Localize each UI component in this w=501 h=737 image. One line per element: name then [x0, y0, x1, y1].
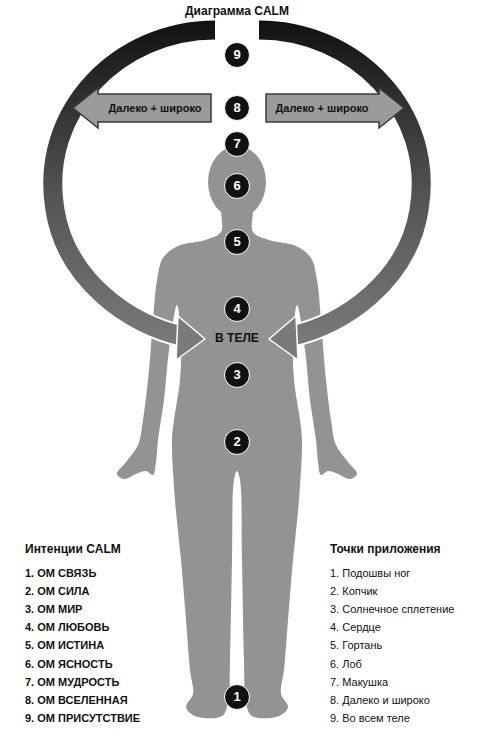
- intention-item: 1. ОМ СВЯЗЬ: [25, 566, 96, 580]
- arrow-label: Далеко + широко: [109, 102, 202, 115]
- number-text: 2: [233, 435, 240, 449]
- node-text-wrap: 1: [233, 690, 240, 704]
- circle-fill: [225, 96, 250, 121]
- node-text-wrap: 8: [233, 101, 240, 115]
- node-text-wrap: 6: [233, 179, 240, 193]
- arrow-head: [269, 316, 298, 360]
- arrow-outline: [259, 30, 421, 336]
- body-shape: [117, 202, 357, 719]
- circle-fill: [225, 430, 250, 455]
- node-text-wrap: Далеко + широко: [276, 102, 369, 115]
- curved-arrow: [53, 30, 215, 336]
- point-item: 6. Лоб: [330, 657, 362, 671]
- list-heading: Точки приложения: [330, 542, 441, 556]
- circle-fill: [225, 297, 250, 322]
- point-item: 1. Подошвы ног: [330, 566, 410, 580]
- intention-item: 6. ОМ ЯСНОСТЬ: [25, 657, 113, 671]
- node-text-wrap: Далеко + широко: [109, 102, 202, 115]
- node-text-wrap: 4: [233, 302, 240, 316]
- number-text: 3: [233, 368, 240, 382]
- number-text: 7: [233, 137, 240, 151]
- callout-number: 3: [224, 362, 250, 388]
- human-silhouette: [117, 146, 357, 718]
- direction-arrow: Далеко + широко: [72, 87, 212, 129]
- arrow-fill: [73, 88, 211, 128]
- point-item: 9. Во всем теле: [330, 711, 410, 725]
- number-text: 8: [233, 101, 240, 115]
- arrow-outline: [53, 30, 215, 336]
- circle-fill: [225, 174, 250, 199]
- circle-fill: [225, 363, 250, 388]
- point-item: 7. Макушка: [330, 675, 388, 689]
- list-heading: Интенции CALM: [25, 542, 121, 556]
- point-item: 5. Гортань: [330, 638, 382, 652]
- circle-fill: [225, 132, 250, 157]
- node-text-wrap: 2: [233, 435, 240, 449]
- callout-number: 2: [224, 429, 250, 455]
- intention-item: 7. ОМ МУДРОСТЬ: [25, 675, 119, 689]
- callout-number: 9: [224, 42, 250, 68]
- circle-fill: [225, 43, 250, 68]
- number-text: 1: [233, 690, 240, 704]
- number-text: 9: [233, 48, 240, 62]
- number-text: 6: [233, 179, 240, 193]
- point-item: 8. Далеко и широко: [330, 693, 430, 707]
- point-item: 3. Солнечное сплетение: [330, 602, 454, 616]
- intention-item: 9. ОМ ПРИСУТСТВИЕ: [25, 711, 140, 725]
- curved-arrows: [53, 30, 421, 360]
- intention-item: 5. ОМ ИСТИНА: [25, 638, 104, 652]
- curved-arrow: [259, 30, 421, 336]
- intention-item: 3. ОМ МИР: [25, 602, 82, 616]
- body-label: В ТЕЛЕ: [215, 331, 259, 345]
- callout-number: 6: [224, 173, 250, 199]
- arrow-fill: [266, 88, 404, 128]
- node-text-wrap: 3: [233, 368, 240, 382]
- callout-number: 7: [224, 131, 250, 157]
- point-item: 2. Копчик: [330, 584, 377, 598]
- diagram-title: Диаграмма CALM: [185, 4, 289, 18]
- intention-item: 4. ОМ ЛЮБОВЬ: [25, 620, 109, 634]
- number-text: 5: [233, 235, 240, 249]
- arrow-label: Далеко + широко: [276, 102, 369, 115]
- node-text-wrap: 7: [233, 137, 240, 151]
- direction-arrow: Далеко + широко: [265, 87, 405, 129]
- intention-item: 8. ОМ ВСЕЛЕННАЯ: [25, 693, 128, 707]
- callout-number: 4: [224, 296, 250, 322]
- circle-fill: [225, 685, 250, 710]
- node-text-wrap: 9: [233, 48, 240, 62]
- callout-number: 5: [224, 229, 250, 255]
- callout-number: 1: [224, 684, 250, 710]
- arrow-head: [176, 316, 205, 360]
- point-item: 4. Сердце: [330, 620, 381, 634]
- callout-number: 8: [224, 95, 250, 121]
- circle-fill: [225, 230, 250, 255]
- number-text: 4: [233, 302, 240, 316]
- intention-item: 2. ОМ СИЛА: [25, 584, 90, 598]
- node-text-wrap: 5: [233, 235, 240, 249]
